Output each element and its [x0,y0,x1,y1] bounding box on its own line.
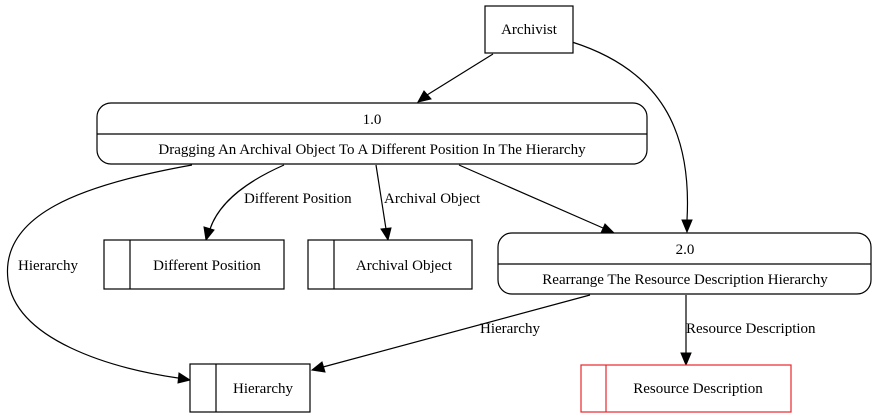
edge-label-resource-description: Resource Description [686,321,816,337]
datastore-resource-description-label: Resource Description [633,381,763,397]
edge-process-2-to-hierarchy [310,294,591,373]
datastore-resource-description: Resource Description [580,364,792,413]
edges [6,41,693,384]
edge-archivist-to-process-1 [417,53,494,103]
process-2: 2.0 Rearrange The Resource Description H… [497,232,872,295]
datastore-archival-object-label: Archival Object [356,258,453,274]
process-1: 1.0 Dragging An Archival Object To A Dif… [96,102,648,165]
edge-archivist-to-process-2 [571,41,693,234]
entity-archivist: Archivist [484,5,574,54]
edge-process-2-to-resource-description [680,295,692,367]
process-1-title: Dragging An Archival Object To A Differe… [158,142,586,158]
edge-process-1-to-archival-object [375,164,392,242]
edge-label-hierarchy-left: Hierarchy [18,258,78,274]
entity-archivist-label: Archivist [501,22,558,38]
process-1-number: 1.0 [363,112,382,128]
edge-process-1-to-process-2 [458,164,616,234]
datastore-different-position: Different Position [103,239,285,290]
edge-label-archival-object: Archival Object [384,191,481,207]
edge-process-1-to-different-position [203,164,285,242]
datastore-archival-object: Archival Object [307,239,473,290]
datastore-different-position-label: Different Position [153,258,261,274]
process-2-title: Rearrange The Resource Description Hiera… [542,272,828,288]
edge-labels: Different Position Archival Object Hiera… [18,191,816,337]
edge-label-different-position: Different Position [244,191,352,207]
datastore-hierarchy: Hierarchy [189,363,311,413]
process-2-number: 2.0 [676,242,695,258]
edge-process-1-to-hierarchy [6,164,193,384]
edge-label-hierarchy-right: Hierarchy [480,321,540,337]
datastore-hierarchy-label: Hierarchy [233,381,293,397]
